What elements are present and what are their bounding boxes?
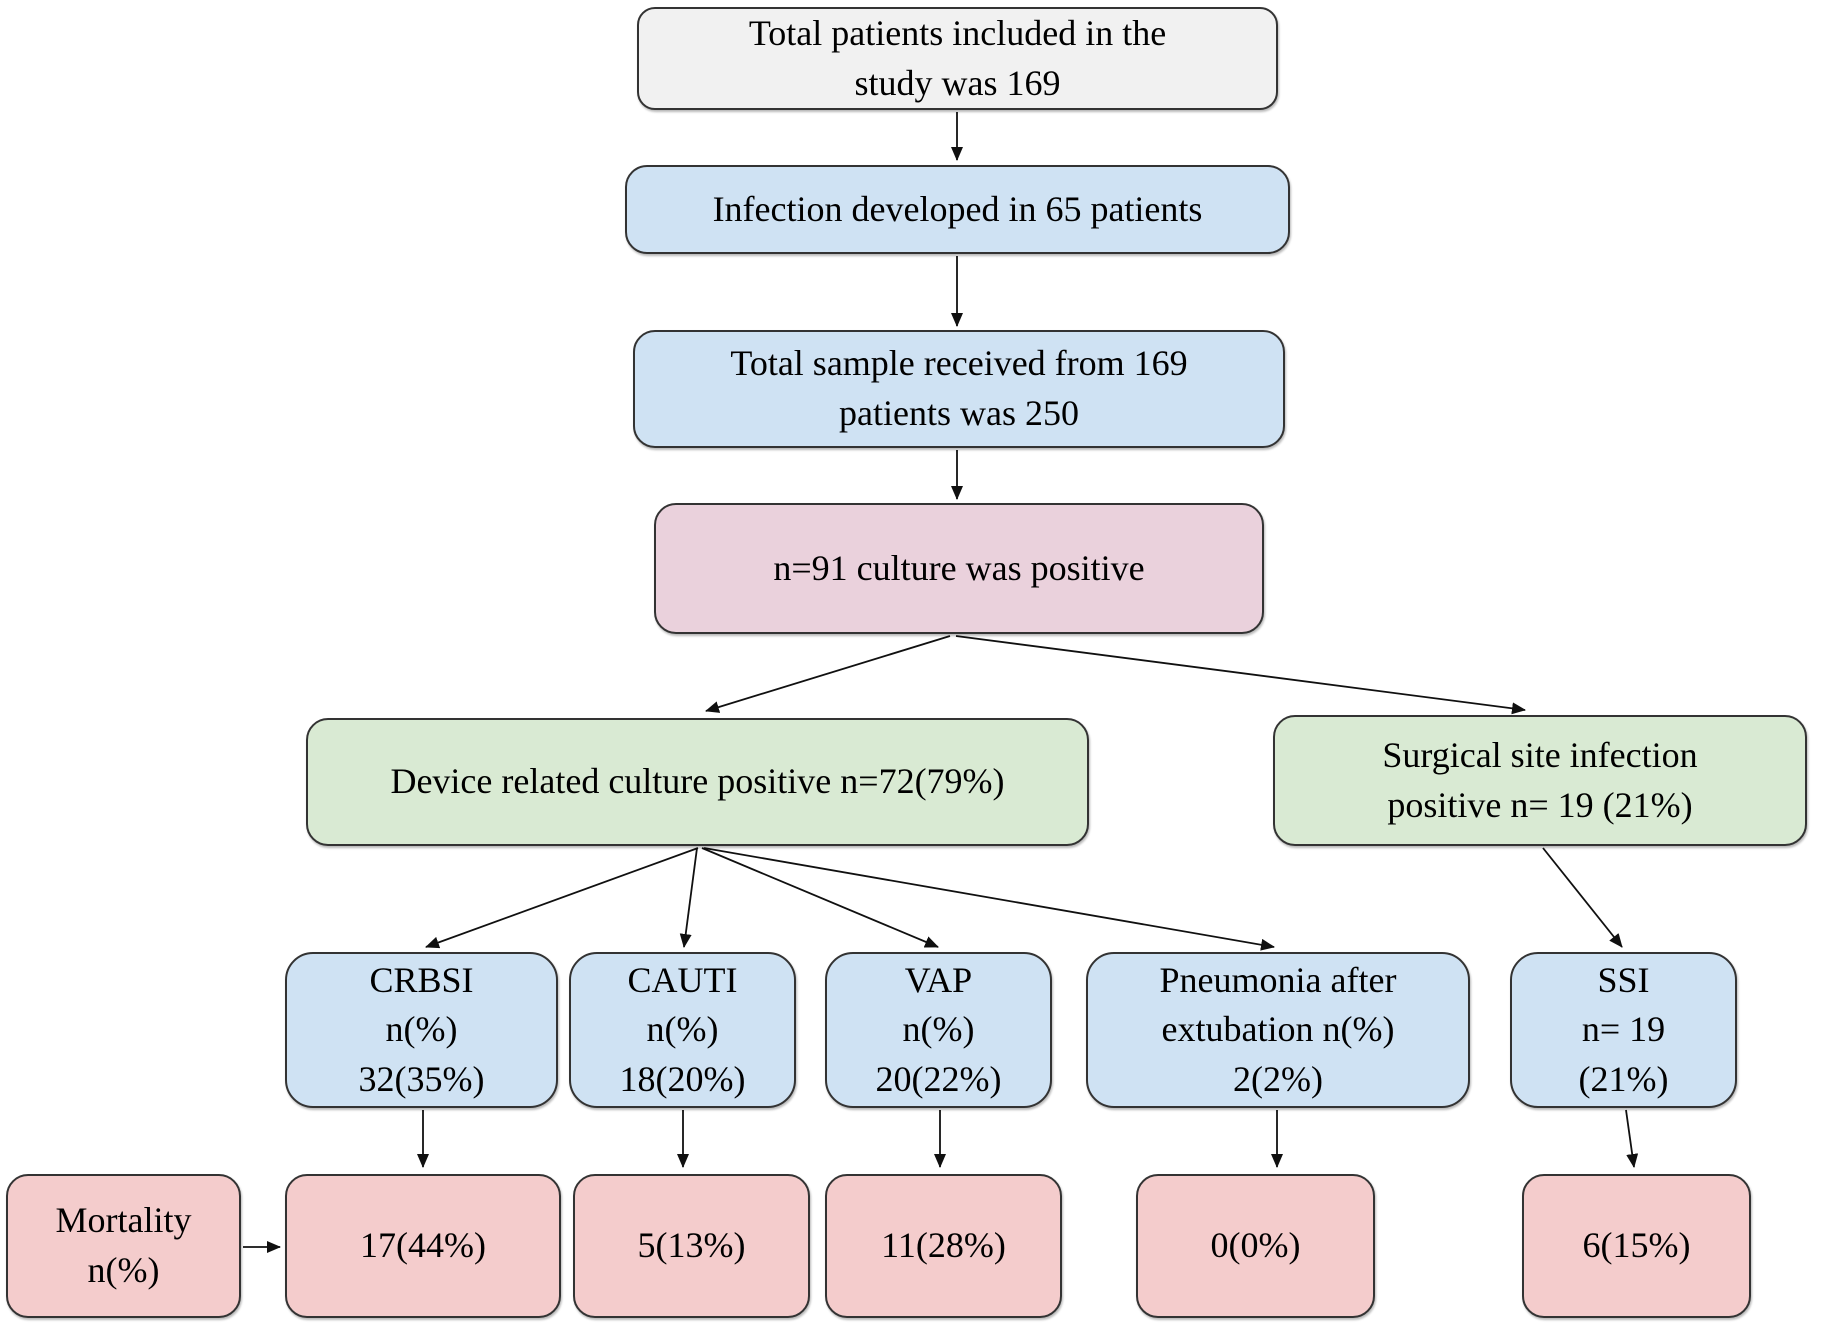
box-surgical-site-text: Surgical site infection positive n= 19 (…	[1382, 734, 1698, 825]
box-crbsi: CRBSI n(%) 32(35%)	[285, 952, 558, 1108]
box-cauti-text: CAUTI n(%) 18(20%)	[619, 959, 746, 1099]
arrow-culture-to-device	[705, 635, 951, 713]
box-pneumonia-after-extubation: Pneumonia after extubation n(%) 2(2%)	[1086, 952, 1470, 1108]
arrow-ssi-to-mortality	[1625, 1109, 1639, 1168]
box-ssi: SSI n= 19 (21%)	[1510, 952, 1737, 1108]
arrow-culture-to-surgical	[955, 635, 1526, 715]
box-device-related: Device related culture positive n=72(79%…	[306, 718, 1089, 846]
box-mortality-crbsi-text: 17(44%)	[360, 1225, 486, 1266]
box-mortality-vap-text: 11(28%)	[881, 1225, 1006, 1266]
box-culture-positive-text: n=91 culture was positive	[773, 547, 1145, 588]
box-total-sample-text: Total sample received from 169 patients …	[730, 343, 1188, 433]
box-mortality-pneumonia: 0(0%)	[1136, 1174, 1375, 1318]
box-mortality-pneumonia-text: 0(0%)	[1210, 1225, 1301, 1266]
box-mortality-crbsi: 17(44%)	[285, 1174, 561, 1318]
box-total-sample: Total sample received from 169 patients …	[633, 330, 1285, 448]
box-mortality-cauti-text: 5(13%)	[637, 1225, 746, 1266]
arrow-surgical-to-ssi	[1542, 847, 1623, 948]
box-mortality-vap: 11(28%)	[825, 1174, 1062, 1318]
box-mortality-cauti: 5(13%)	[573, 1174, 810, 1318]
box-infection-developed: Infection developed in 65 patients	[625, 165, 1290, 254]
box-mortality-label: Mortality n(%)	[6, 1174, 241, 1318]
box-culture-positive: n=91 culture was positive	[654, 503, 1264, 634]
box-vap: VAP n(%) 20(22%)	[825, 952, 1052, 1108]
box-mortality-ssi: 6(15%)	[1522, 1174, 1751, 1318]
box-total-patients-text: Total patients included in the study was…	[748, 12, 1167, 103]
box-pneumonia-after-extubation-text: Pneumonia after extubation n(%) 2(2%)	[1159, 959, 1397, 1099]
box-cauti: CAUTI n(%) 18(20%)	[569, 952, 796, 1108]
box-mortality-label-text: Mortality n(%)	[55, 1200, 192, 1290]
arrow-device-to-vap	[701, 847, 939, 948]
box-crbsi-text: CRBSI n(%) 32(35%)	[358, 959, 485, 1099]
box-device-related-text: Device related culture positive n=72(79%…	[390, 761, 1005, 802]
box-mortality-ssi-text: 6(15%)	[1582, 1225, 1691, 1266]
box-ssi-text: SSI n= 19 (21%)	[1578, 959, 1669, 1099]
box-infection-developed-text: Infection developed in 65 patients	[712, 188, 1203, 229]
box-total-patients: Total patients included in the study was…	[637, 7, 1278, 110]
arrow-device-to-crbsi	[425, 847, 699, 949]
arrow-device-to-pneumonia	[703, 847, 1275, 951]
box-surgical-site: Surgical site infection positive n= 19 (…	[1273, 715, 1807, 846]
box-vap-text: VAP n(%) 20(22%)	[875, 959, 1002, 1099]
arrow-device-to-cauti	[679, 847, 698, 948]
